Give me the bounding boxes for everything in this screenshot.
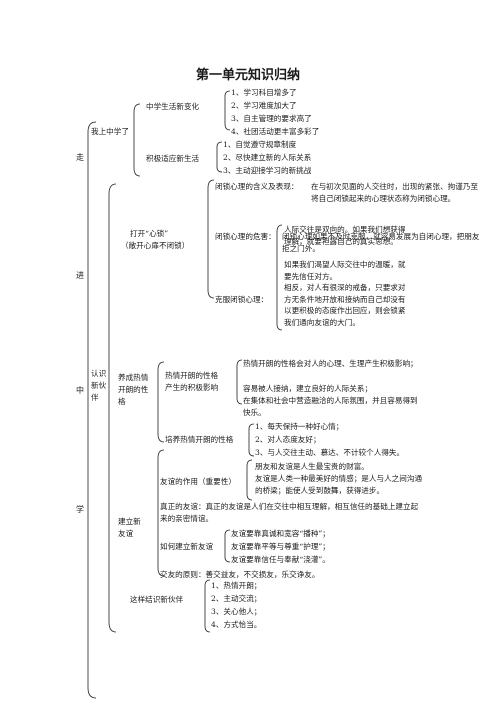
list-item: 3、与人交往主动、慕达、不计较个人得失。 (255, 448, 405, 457)
brace-open-lock (207, 179, 215, 299)
make-friends-label: 这样结识新伙伴 (130, 595, 184, 604)
list-item: 2、对人态度友好； (255, 435, 321, 444)
brace-s2 (108, 183, 117, 633)
role-text-1: 朋友和友谊是人生最宝贵的财富。 (255, 462, 369, 471)
side-char: 走 (76, 153, 84, 162)
list-item: 4、社团活动更丰富多彩了 (231, 127, 320, 136)
cheerful-label-line: 格 (118, 397, 126, 406)
open-lock-label: 打开“心锁” (130, 229, 169, 238)
list-item: 3、自主管理的要求高了 (231, 114, 312, 123)
outer-brace (87, 121, 97, 699)
brace-friendship (157, 449, 165, 577)
harm-label: 闭锁心理的危害： (215, 232, 276, 241)
impact-text-3: 在集体和社会中营造融洽的人际氛围，并且容易得到快乐。 (243, 396, 418, 417)
side-char: 中 (76, 386, 84, 395)
impact-label-line: 热情开朗的性格 (165, 371, 219, 380)
impact-text-1: 热情开朗的性格会对人的心理、生理产生积极影响； (243, 359, 418, 368)
list-item: 1、学习科目增多了 (231, 88, 297, 97)
list-item: 友谊要靠真诚和宽容“播种”； (231, 529, 330, 538)
brace-make-friends (204, 579, 211, 633)
brace-cheerful (157, 361, 165, 443)
role-text-2: 友谊是人类一种最美好的情感；是人与人之间沟通的桥梁；能使人受到鼓舞，获得进步。 (255, 474, 423, 495)
list-item: 友谊要靠平等与尊重“护理”； (231, 542, 330, 551)
list-item: 3、关心他人； (211, 607, 262, 616)
impact-label-line: 产生的积极影响 (165, 383, 219, 392)
section-label-s2-line: 伴 (91, 393, 99, 402)
meaning-text: 在与初次见面的人交往时，出现的紧张、拘谨乃至将自己闭锁起来的心理状态称为闭锁心理… (311, 182, 479, 203)
section-label-s2-line: 认识 (91, 369, 107, 378)
role-label: 友谊的作用（重要性） (160, 477, 236, 486)
brace-g2 (216, 141, 223, 173)
brace-impact (236, 359, 243, 405)
cheerful-label-line: 养成热情 (118, 373, 149, 382)
open-lock-sublabel: （敞开心扉不闭锁） (121, 241, 190, 250)
section-label-s2-line: 新伙 (91, 381, 107, 390)
true-friendship-text: 真正的友谊：真正的友谊是人们在交往中相互理解，相互信任的基础上建立起来的亲密情谊… (160, 502, 419, 523)
side-char: 进 (76, 271, 84, 280)
overcome-label: 克服闭锁心理： (215, 295, 269, 304)
page-title: 第一单元知识归纳 (195, 68, 300, 83)
impact-text-2: 容易被人接纳，建立良好的人际关系； (243, 384, 373, 393)
brace-g1 (224, 90, 231, 131)
group-label-adapt: 积极适应新生活 (146, 154, 200, 163)
side-char: 学 (76, 505, 84, 514)
list-item: 2、尽快建立新的人际关系 (223, 153, 312, 162)
friendship-label-line: 建立新 (118, 517, 141, 526)
harm-text: 闭锁心理如果不及时克服，就容易发展为自闭心理，把朋友拒之门外。 (282, 232, 480, 253)
brace-s1 (133, 103, 141, 177)
list-item: 3、主动迎接学习的新挑战 (223, 166, 312, 175)
list-item: 1、每天保持一种好心情； (255, 422, 344, 431)
overcome-text-1: 人际交往是双向的。如果我们想获得理解，就要袒露自己的真实思想。 (284, 225, 406, 246)
brace-how (224, 529, 231, 563)
cultivate-label: 培养热情开朗的性格 (165, 435, 234, 444)
section-label-s1: 我上中学了 (91, 127, 129, 136)
overcome-text-2: 如果我们渴望人际交往中的温暖，就要先信任对方。 (284, 260, 406, 281)
how-label: 如何建立新友谊 (160, 542, 214, 551)
list-item: 2、学习难度加大了 (231, 101, 297, 110)
friendship-label-line: 友谊 (118, 529, 134, 538)
principle-text: 交友的原则：善交益友，不交损友，乐交诤友。 (160, 570, 320, 579)
list-item: 1、热情开朗； (211, 581, 262, 590)
list-item: 2、主动交流； (211, 594, 262, 603)
meaning-label: 闭锁心理的含义及表现： (215, 182, 299, 191)
list-item: 1、自觉遵守规章制度 (223, 140, 297, 149)
brace-cultivate (248, 423, 255, 457)
overcome-text-3: 相反，对人有很深的戒备，只要求对方无条件地开放和接纳而自己却没有以更积极的态度作… (284, 283, 406, 327)
group-label-changes: 中学生活新变化 (146, 102, 200, 111)
list-item: 4、方式恰当。 (211, 620, 262, 629)
brace-overcome (276, 224, 283, 331)
brace-role (246, 459, 253, 501)
list-item: 友谊要靠信任与奉献“浇灌”。 (231, 555, 330, 564)
cheerful-label-line: 开朗的性 (118, 385, 149, 394)
